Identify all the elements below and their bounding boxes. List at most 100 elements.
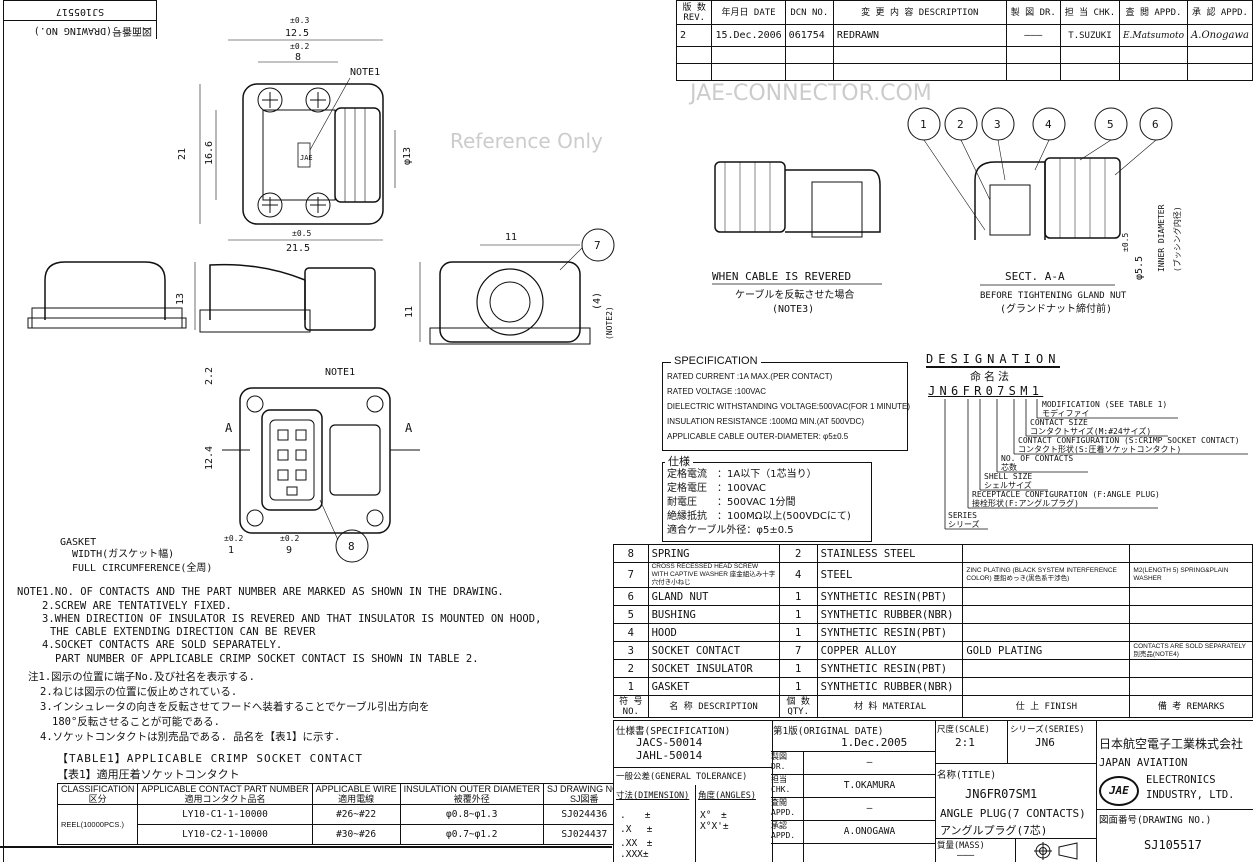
revision-row-empty	[675, 63, 1253, 81]
designation-no-contacts-jp: 芯数	[1001, 463, 1017, 472]
note-jp-3: 3.インシュレータの向きを反転させてフードへ装着することでケーブル引出方向を	[40, 701, 430, 713]
parts-finish-header: 仕 上 FINISH	[962, 695, 1131, 718]
top-view: JAE ±0.3 12.5 ±0.2 8 21 16.6 φ13 ±0.5 21…	[177, 16, 413, 254]
designation-contact-config-jp: コンタクト形状(S:圧着ソケットコンタクト)	[1018, 445, 1182, 454]
dim-tol: ±0.5	[292, 229, 311, 238]
section-a-a-view: SECT. A-A BEFORE TIGHTENING GLAND NUT (グ…	[974, 157, 1182, 315]
note-jp-4: 4.ソケットコンタクトは別売品である. 品名を【表1】に示す.	[40, 731, 341, 743]
note-jp-2: 2.ねじは図示の位置に仮止めされている.	[40, 686, 238, 698]
parts-material-cell: COPPER ALLOY	[816, 641, 964, 660]
parts-qty-cell: 1	[778, 623, 818, 642]
spec-line: DIELECTRIC WITHSTANDING VOLTAGE:500VAC(F…	[667, 402, 910, 411]
parts-no-cell: 4	[613, 623, 649, 642]
designation-contact-size-jp: コンタクトサイズ(M:#24サイズ)	[1030, 427, 1152, 436]
drawing-no-label: 図面番号(DRAWING NO.)	[1099, 815, 1212, 826]
parts-finish-cell	[962, 677, 1131, 696]
parts-description-cell: SPRING	[647, 544, 780, 563]
chk-label: 担当 CHK.	[771, 775, 804, 797]
watermark: JAE-CONNECTOR.COM	[690, 81, 932, 106]
diameter-cell: φ0.7~φ1.2	[399, 824, 544, 845]
part-subtitle: ANGLE PLUG(7 CONTACTS)	[940, 807, 1086, 820]
spec-line: RATED VOLTAGE :100VAC	[667, 387, 766, 396]
parts-material-cell: STAINLESS STEEL	[816, 544, 964, 563]
parts-remarks-cell	[1129, 605, 1253, 624]
drawing-views: JAE ±0.3 12.5 ±0.2 8 21 16.6 φ13 ±0.5 21…	[27, 16, 1182, 574]
screw-icon	[257, 87, 283, 113]
revision-table: 版 数 REV. 年月日 DATE DCN NO. 変 更 内 容 DESCRI…	[675, 0, 1253, 81]
reversed-cable-note: (NOTE3)	[772, 304, 814, 315]
dcn-header: DCN NO.	[784, 0, 834, 25]
parts-material-header: 材 料 MATERIAL	[816, 695, 964, 718]
parts-finish-cell	[962, 587, 1131, 606]
parts-finish-cell: ZINC PLATING (BLACK SYSTEM INTERFERENCE …	[962, 562, 1131, 588]
third-angle-projection-icon	[1034, 842, 1078, 860]
note-en-1: NOTE1.NO. OF CONTACTS AND THE PART NUMBE…	[17, 586, 504, 598]
parts-material-cell: STEEL	[816, 562, 964, 588]
sj-cell: SJ024437	[542, 824, 626, 845]
designation-section: DESIGNATION 命名法 JN6FR07SM1 MODIFICATION …	[918, 352, 1253, 537]
revision-header: 版 数 REV. 年月日 DATE DCN NO. 変 更 内 容 DESCRI…	[675, 0, 1253, 25]
note-jp-1: 注1.図示の位置に端子No.及び社名を表示する.	[28, 671, 255, 683]
designation-receptacle-jp: 接栓形状(F:アングルプラグ)	[972, 499, 1079, 508]
dim-phi5-5: φ5.5	[1134, 256, 1145, 280]
dim-12-4: 12.4	[204, 446, 215, 470]
frame-left	[3, 0, 4, 862]
parts-remarks-cell	[1129, 587, 1253, 606]
dim-4: (4)	[592, 292, 603, 310]
reversed-cable-jp: ケーブルを反転させた場合	[735, 288, 854, 301]
parts-no-cell: 1	[613, 677, 649, 696]
dr-label: 製図 DR.	[771, 752, 804, 774]
sj-header: SJ DRAWING NO.	[546, 784, 622, 795]
parts-no-cell: 6	[613, 587, 649, 606]
classification-header: CLASSIFICATION	[61, 784, 135, 795]
parts-qty-cell: 1	[778, 677, 818, 696]
designation-receptacle: RECEPTACLE CONFIGURATION (F:ANGLE PLUG)	[972, 490, 1160, 499]
wire-header-jp: 適用電線	[338, 794, 375, 804]
designation-series: SERIES	[948, 511, 977, 520]
spec-line: INSULATION RESISTANCE :100MΩ MIN.(AT 500…	[667, 417, 864, 426]
spec-value: JACS-50014	[636, 736, 703, 749]
dim-tol-row: .XXX±	[620, 849, 649, 860]
series-label: シリーズ(SERIES)	[1010, 725, 1085, 735]
parts-description-cell: CROSS RECESSED HEAD SCREW WITH CAPTIVE W…	[647, 562, 780, 588]
balloon-2: 2	[957, 118, 964, 131]
rev-header: 版 数 REV.	[675, 0, 713, 25]
wire-cell: #30~#26	[311, 824, 401, 845]
note-jp-3-cont: 180°反転させることが可能である.	[52, 716, 221, 728]
title-block: 仕様書(SPECIFICATION) JACS-50014 JAHL-50014…	[613, 720, 1253, 862]
designation-contact-size: CONTACT SIZE	[1030, 418, 1088, 427]
parts-material-cell: SYNTHETIC RUBBER(NBR)	[816, 677, 964, 696]
section-subtitle: BEFORE TIGHTENING GLAND NUT	[980, 291, 1127, 301]
specification-title: SPECIFICATION	[671, 355, 761, 368]
company-name-en-2: ELECTRONICS	[1146, 774, 1216, 786]
spec-label: 仕様書(SPECIFICATION)	[616, 726, 731, 737]
parts-remarks-cell	[1129, 544, 1253, 563]
dim-tol-row: .XX ±	[620, 838, 653, 849]
dim-11-w: 11	[505, 232, 517, 243]
table1-row: REEL(10000PCS.) LY10-C1-1-10000 #26~#22 …	[56, 804, 626, 845]
specification-jp-title: 仕様	[665, 455, 693, 468]
appd2-header: 承 認 APPD.	[1187, 0, 1253, 25]
angle-tol-row: X° ±	[700, 810, 727, 821]
parts-qty-cell: 7	[778, 641, 818, 660]
inner-diameter-jp: (ブッシング内径)	[1172, 206, 1182, 272]
dim-13: 13	[175, 293, 186, 305]
screw-icon	[305, 87, 331, 113]
original-date-label: 第1版(ORIGINAL DATE)	[773, 726, 884, 737]
dim-tol-row: .X ±	[620, 824, 653, 835]
spec-value: JAHL-50014	[636, 749, 703, 762]
parts-qty-cell: 1	[778, 605, 818, 624]
spec-jp-line: 耐電圧 ：500VAC 1分間	[667, 497, 796, 508]
gasket-label: GASKET	[60, 537, 96, 548]
parts-qty-cell: 1	[778, 659, 818, 678]
note-en-2: 2.SCREW ARE TENTATIVELY FIXED.	[42, 600, 232, 612]
parts-no-cell: 7	[613, 562, 649, 588]
designation-modification-jp: モディファイ	[1042, 409, 1090, 418]
part-subtitle-jp: アングルプラグ(7芯)	[940, 824, 1048, 837]
sj-header-jp: SJ図番	[570, 794, 599, 804]
